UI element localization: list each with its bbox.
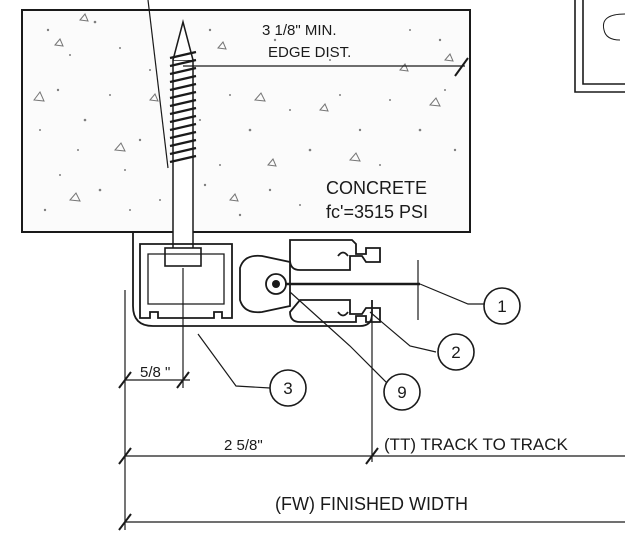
anchor-leader-line bbox=[147, 0, 169, 169]
svg-text:2: 2 bbox=[451, 343, 460, 362]
track-outer-outline bbox=[132, 232, 373, 327]
dimension-ticks bbox=[118, 371, 379, 531]
upper-right-profile bbox=[289, 239, 381, 271]
concrete-slab bbox=[21, 9, 471, 233]
left-channel-inner bbox=[147, 253, 225, 305]
callout-leaders bbox=[197, 283, 484, 389]
concrete-aggregate-texture bbox=[39, 20, 457, 217]
callout-bubble-2: 2 bbox=[437, 333, 475, 371]
anchor-threads bbox=[169, 50, 197, 164]
concrete-label-line1: CONCRETE bbox=[326, 178, 427, 198]
concrete-label-line2: fc'=3515 PSI bbox=[326, 202, 428, 222]
zipper-bead bbox=[265, 273, 420, 295]
concrete-aggregate-triangles bbox=[33, 13, 454, 202]
lower-notch bbox=[337, 311, 349, 317]
svg-text:3: 3 bbox=[283, 379, 292, 398]
callout-bubble-9: 9 bbox=[383, 373, 421, 411]
svg-text:9: 9 bbox=[397, 383, 406, 402]
edge-distance-label-line1: 3 1/8" MIN. bbox=[262, 22, 337, 39]
upper-notch bbox=[337, 251, 349, 257]
dimension-lines bbox=[125, 379, 625, 523]
offset-dimension-label: 5/8 " bbox=[140, 364, 170, 381]
lower-right-profile bbox=[289, 299, 381, 323]
anchor-bolt bbox=[164, 19, 202, 267]
callout-bubble-3: 3 bbox=[269, 369, 307, 407]
adjacent-detail-fragment bbox=[574, 0, 625, 93]
left-channel bbox=[139, 243, 233, 319]
finished-width-label: (FW) FINISHED WIDTH bbox=[275, 494, 468, 514]
track-lobe bbox=[239, 254, 291, 314]
track-offset-label: 2 5/8" bbox=[224, 437, 263, 454]
extension-lines bbox=[124, 260, 419, 530]
track-profile bbox=[132, 232, 381, 327]
svg-text:1: 1 bbox=[497, 297, 506, 316]
edge-distance-label-line2: EDGE DIST. bbox=[268, 44, 351, 61]
edge-distance-dimension: 3 1/8" MIN. EDGE DIST. bbox=[183, 22, 469, 77]
track-to-track-label: (TT) TRACK TO TRACK bbox=[384, 435, 569, 454]
callout-bubble-1: 1 bbox=[483, 287, 521, 325]
